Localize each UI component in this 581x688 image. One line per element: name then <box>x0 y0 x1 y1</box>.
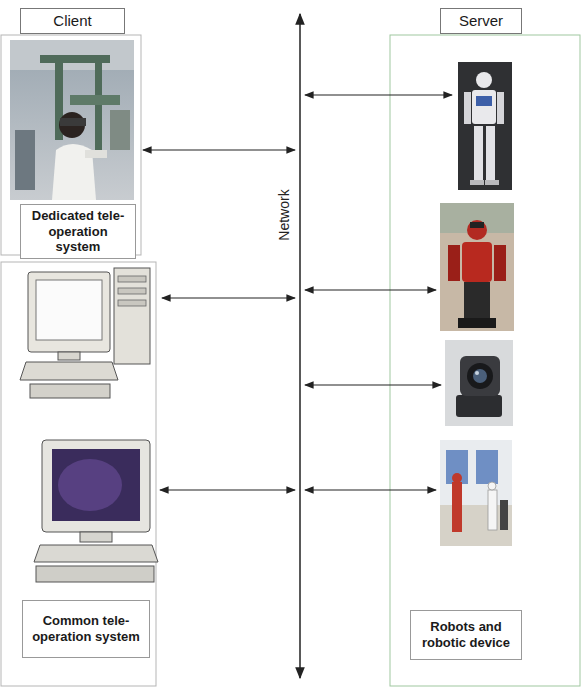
desktop-computer-part <box>20 362 118 380</box>
server-panel-part <box>390 35 580 686</box>
teleoperation-photo-part <box>10 40 134 70</box>
workstation-computer-part <box>80 532 112 542</box>
simulation-image-part <box>446 450 468 484</box>
simulation-image-part <box>452 473 462 483</box>
humanoid-robot-photo-part <box>486 126 495 180</box>
caption-box: Dedicated tele-operation system <box>20 204 136 259</box>
link-arrows-part <box>305 489 436 490</box>
box-text: Dedicated tele-operation system <box>25 208 131 255</box>
box-text: Server <box>459 12 503 30</box>
camera-photo-part <box>475 371 479 375</box>
desktop-computer-part <box>118 288 146 294</box>
simulation-image <box>440 440 512 546</box>
camera-photo-part <box>467 363 493 389</box>
camera-photo <box>445 340 513 426</box>
desktop-computer-part <box>36 280 102 340</box>
workstation-computer-part <box>42 440 150 532</box>
simulation-image-part <box>488 482 496 490</box>
service-robot-photo-part <box>458 318 496 328</box>
network-line-part <box>299 14 301 678</box>
desktop-computer-part <box>118 276 146 282</box>
desktop-computer-part <box>28 272 110 352</box>
service-robot-photo-part <box>448 245 460 281</box>
humanoid-robot-photo-part <box>464 92 471 124</box>
workstation-computer-part <box>58 459 122 511</box>
box-text: Common tele-operation system <box>27 613 145 644</box>
simulation-image-part <box>488 490 497 530</box>
header-box: Client <box>20 8 125 34</box>
teleoperation-photo-part <box>15 130 35 190</box>
link-arrows-part <box>162 297 295 298</box>
camera-photo-part <box>460 356 500 396</box>
box-text: Robots and robotic device <box>415 619 517 650</box>
network-line <box>300 14 301 678</box>
desktop-computer-part <box>118 300 146 306</box>
desktop-computer <box>20 268 150 398</box>
humanoid-robot-photo-part <box>472 90 496 124</box>
humanoid-robot-photo <box>458 62 512 190</box>
link-arrows-part <box>305 384 441 385</box>
link-arrows-part <box>143 149 295 150</box>
teleoperation-photo-part <box>59 112 85 138</box>
humanoid-robot-photo-part <box>470 180 484 185</box>
caption-box: Robots and robotic device <box>410 610 522 660</box>
teleoperation-photo-part <box>10 40 134 200</box>
workstation-computer-part <box>34 545 158 562</box>
server-panel <box>390 35 580 686</box>
teleoperation-photo-part <box>110 110 130 150</box>
link-arrows-part <box>305 289 436 290</box>
simulation-image-part <box>452 482 462 532</box>
camera-photo-part <box>445 340 513 426</box>
simulation-image-part <box>476 450 498 484</box>
box-text: Client <box>53 12 91 30</box>
camera-photo-part <box>456 395 502 417</box>
desktop-computer-part <box>58 352 80 360</box>
header-box: Server <box>440 8 522 34</box>
link-arrows <box>143 95 452 490</box>
service-robot-photo-part <box>464 282 490 320</box>
caption-box: Common tele-operation system <box>22 600 150 658</box>
camera-photo-part <box>473 369 487 383</box>
service-robot-photo-part <box>462 242 492 282</box>
humanoid-robot-photo-part <box>474 126 483 180</box>
humanoid-robot-photo-part <box>485 180 499 185</box>
humanoid-robot-photo-part <box>476 72 492 88</box>
teleoperation-photo-part <box>60 118 86 126</box>
service-robot-photo-part <box>440 203 514 331</box>
workstation-computer-part <box>36 566 154 582</box>
simulation-image-part <box>500 500 508 530</box>
humanoid-robot-photo-part <box>497 92 504 124</box>
desktop-computer-part <box>114 268 150 364</box>
link-arrows-part <box>160 489 295 490</box>
client-panels <box>1 35 156 686</box>
teleoperation-photo-part <box>70 95 120 105</box>
service-robot-photo-part <box>470 222 484 228</box>
service-robot-photo <box>440 203 514 331</box>
humanoid-robot-photo-part <box>476 96 492 106</box>
link-arrows-part <box>305 94 452 95</box>
humanoid-robot-photo-part <box>458 62 512 190</box>
network-label: Network <box>276 187 292 242</box>
teleoperation-photo <box>10 40 134 200</box>
desktop-computer-part <box>30 384 110 398</box>
workstation-computer-part <box>52 449 140 521</box>
workstation-computer <box>34 440 158 582</box>
service-robot-photo-part <box>494 245 506 281</box>
simulation-image-part <box>440 440 512 546</box>
teleoperation-photo-part <box>85 150 107 158</box>
client-panels-part <box>1 262 156 686</box>
service-robot-photo-part <box>467 220 487 240</box>
